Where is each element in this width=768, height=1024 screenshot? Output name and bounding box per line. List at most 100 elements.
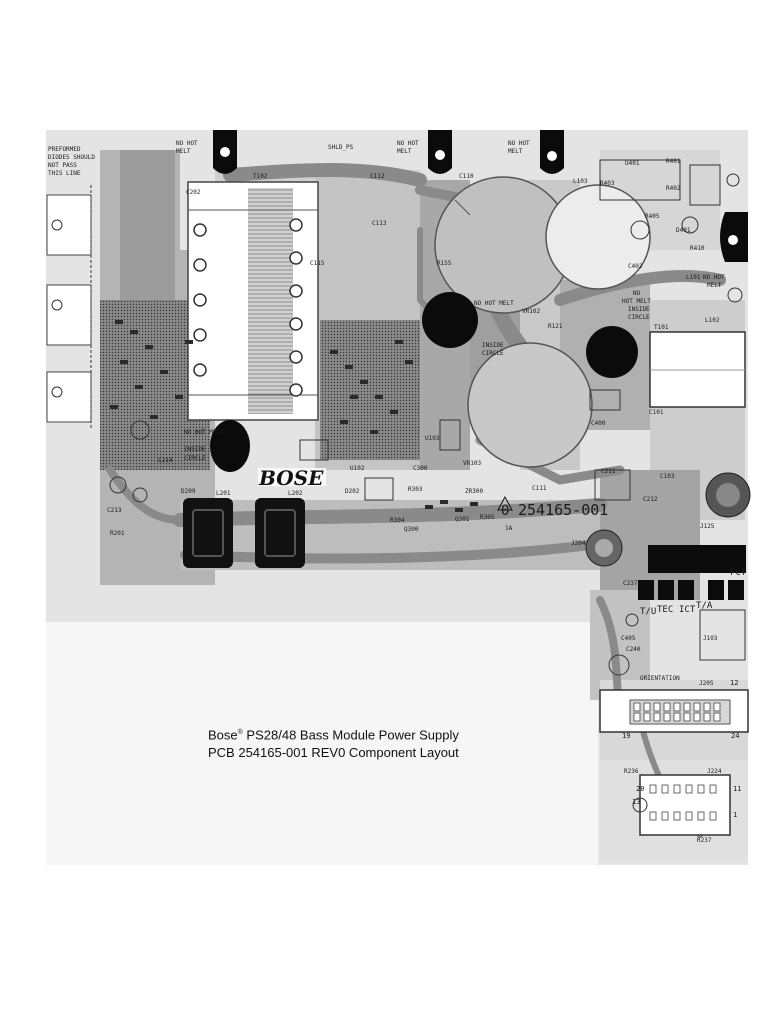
note-center-2: INSIDE [482,342,504,349]
ref-l101: L101 [686,274,701,281]
hot-melt-blob-right [586,326,638,378]
ref-c212: C212 [643,496,658,503]
pin-1: 1 [733,811,737,819]
ref-r236: R236 [624,768,639,775]
capacitor-c110 [434,176,572,314]
mount-hole-1 [213,130,237,174]
ref-c202: C202 [186,189,201,196]
ref-l102: L102 [705,317,720,324]
ref-d401: D401 [676,227,691,234]
ref-t101: T101 [654,324,669,331]
note-preformed-1: PREFORMED [48,146,81,153]
mount-hole-2 [428,130,452,174]
connector-j204 [585,529,623,567]
capacitor-l103 [545,184,651,290]
ref-r405: R405 [645,213,660,220]
note-preformed-3: NOT PASS [48,162,77,169]
hot-melt-blob-left [422,292,478,348]
ref-vr103: VR103 [463,460,481,467]
caption-line-1: Bose® PS28/48 Bass Module Power Supply [208,724,459,744]
ref-c405: C405 [621,635,636,642]
ref-c113: C113 [372,220,387,227]
ref-c214: C214 [158,457,173,464]
connector-j205 [599,689,749,733]
caption-line-2: PCB 254165-001 REV0 Component Layout [208,745,459,761]
pin-11: 11 [733,785,741,793]
label-fct: FCT [730,568,747,578]
ref-r237: R237 [697,837,712,844]
heatsink [187,181,319,421]
note-center-1: NO HOT MELT [474,300,514,307]
test-point-labels: FCT T/U TEC ICT T/A [640,568,747,617]
heatsink-pins [193,218,303,397]
reference-designators: C202 T102 C112 C110 L103 C113 C115 R155 … [107,158,722,844]
ref-l201: L201 [216,490,231,497]
ref-u103: U103 [425,435,440,442]
capacitor-c111 [467,342,593,468]
connector-j125 [705,472,751,518]
ref-zr300: ZR300 [465,488,483,495]
ref-c101: C101 [649,409,664,416]
note-nohot-4b: MELT [707,282,722,289]
note-left-3: CIRCLE [184,455,206,462]
ref-r121: R121 [548,323,563,330]
ref-r403: R403 [600,180,615,187]
note-right-2: HOT MELT [622,298,651,305]
ref-c110: C110 [459,173,474,180]
note-nohot-1a: NO HOT [176,140,198,147]
connector-j224 [639,774,731,836]
note-nohot-1b: MELT [176,148,191,155]
pin-12: 12 [730,679,738,687]
pin-13: 13 [632,798,640,806]
inductor-l202 [255,498,305,568]
note-orientation: ORIENTATION [640,675,680,682]
ref-r402: R402 [666,185,681,192]
mounting-holes [213,130,748,262]
ref-c111: C111 [532,485,547,492]
note-nohot-2a: NO HOT [397,140,419,147]
label-ict: ICT [679,605,696,615]
ref-q300: Q300 [404,526,419,533]
pin-19: 19 [622,732,630,740]
pin-20: 20 [636,785,644,793]
pin-24: 24 [731,732,739,740]
board-caption: Bose® PS28/48 Bass Module Power Supply P… [208,724,459,762]
caption-registered-mark: ® [237,729,243,736]
ref-c402: C402 [628,263,643,270]
label-tu: T/U [640,607,656,617]
transformer-t101 [649,331,746,408]
ref-r304: R304 [390,517,405,524]
ref-u401: U401 [625,160,640,167]
ref-u102: U102 [350,465,365,472]
ref-c400: C400 [591,420,606,427]
bose-logo-text: BOSE [258,466,324,490]
note-left-2: INSIDE [184,446,206,453]
ref-r303: R303 [408,486,423,493]
caption-title: PS28/48 Bass Module Power Supply [242,727,459,743]
note-preformed-2: DIODES SHOULD [48,154,95,161]
ref-j204: J204 [571,540,586,547]
ref-r410: R410 [690,245,705,252]
test-point-blocks [638,545,746,600]
ref-j205: J205 [699,680,714,687]
note-nohot-3b: MELT [508,148,523,155]
ref-r305: R305 [480,514,495,521]
caption-brand: Bose [208,727,238,743]
ref-j125: J125 [700,523,715,530]
board-revision-marker: 0 [501,503,509,519]
note-preformed-4: THIS LINE [48,170,81,177]
ref-t102: T102 [253,173,268,180]
ref-r201: R201 [110,530,125,537]
ref-c213: C213 [107,507,122,514]
ref-q301: Q301 [455,516,470,523]
component-outlines [109,159,746,813]
ref-c112: C112 [370,173,385,180]
ref-r155: R155 [437,260,452,267]
ref-vr102: VR102 [522,308,540,315]
note-nohot-3a: NO HOT [508,140,530,147]
note-right-3: INSIDE [628,306,650,313]
label-1a: 1A [505,525,513,532]
ref-c103: C103 [660,473,675,480]
ref-c211: C211 [601,468,616,475]
